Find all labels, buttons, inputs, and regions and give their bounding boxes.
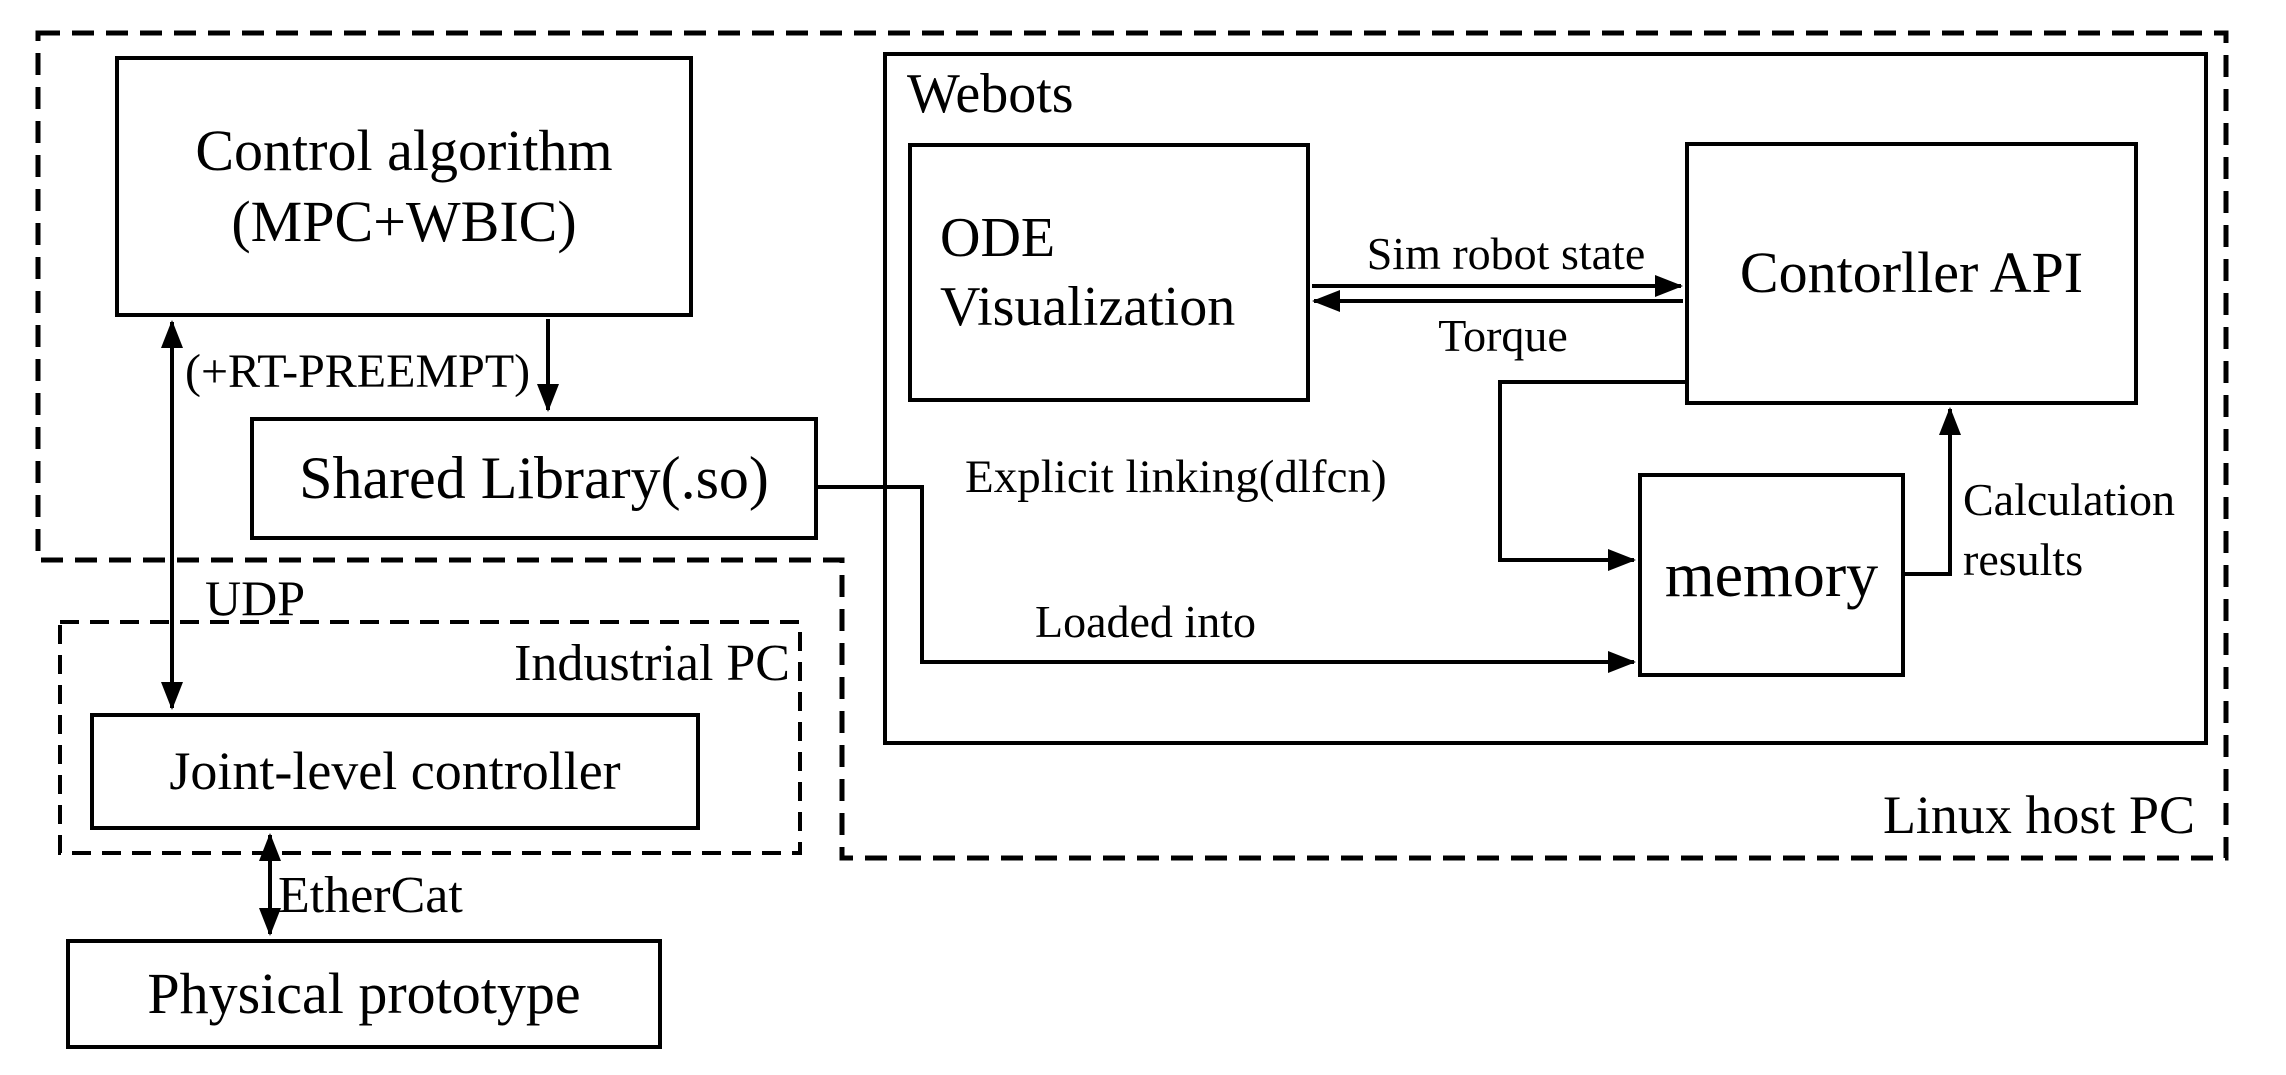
memory-box: memory [1638,473,1905,677]
physical-prototype-label: Physical prototype [147,960,581,1026]
api-to-memory-connector [1498,380,1685,571]
memory-label: memory [1664,538,1879,610]
contorller-api-box: Contorller API [1685,142,2138,405]
torque-label: Torque [1438,310,1568,361]
ode-label-line2: Visualization [940,275,1236,338]
ode-visualization-box: ODE Visualization [908,143,1310,402]
joint-level-controller-box: Joint-level controller [90,713,700,830]
loaded-into-arrow [818,485,1636,673]
rt-preempt-label: (+RT-PREEMPT) [185,345,531,398]
sim-robot-state-label: Sim robot state [1366,228,1646,279]
physical-prototype-box: Physical prototype [66,939,662,1049]
calculation-results-line1: Calculation [1963,474,2176,525]
udp-label: UDP [205,570,306,626]
calculation-results-arrow [1905,407,1961,576]
control-algorithm-box: Control algorithm (MPC+WBIC) [115,56,693,317]
webots-label: Webots [907,63,1074,125]
calculation-results-line2: results [1963,533,2084,585]
linux-host-pc-boundary [35,30,2229,861]
linux-host-pc-label: Linux host PC [1882,785,2195,845]
control-algorithm-label-line1: Control algorithm [195,117,613,183]
industrial-pc-label: Industrial PC [514,635,790,692]
shared-library-box: Shared Library(.so) [250,417,818,540]
calculation-results-label: Calculation results [1963,470,2175,590]
ode-label-line1: ODE [940,207,1056,270]
loaded-into-label: Loaded into [1035,596,1256,647]
explicit-linking-label: Explicit linking(dlfcn) [965,451,1387,503]
joint-level-controller-label: Joint-level controller [169,740,621,801]
ethercat-label: EtherCat [278,867,463,924]
contorller-api-label: Contorller API [1739,240,2084,306]
webots-box [883,52,2208,745]
shared-library-label: Shared Library(.so) [299,444,769,511]
industrial-pc-boundary [58,620,802,855]
control-algorithm-label-line2: (MPC+WBIC) [231,188,577,254]
